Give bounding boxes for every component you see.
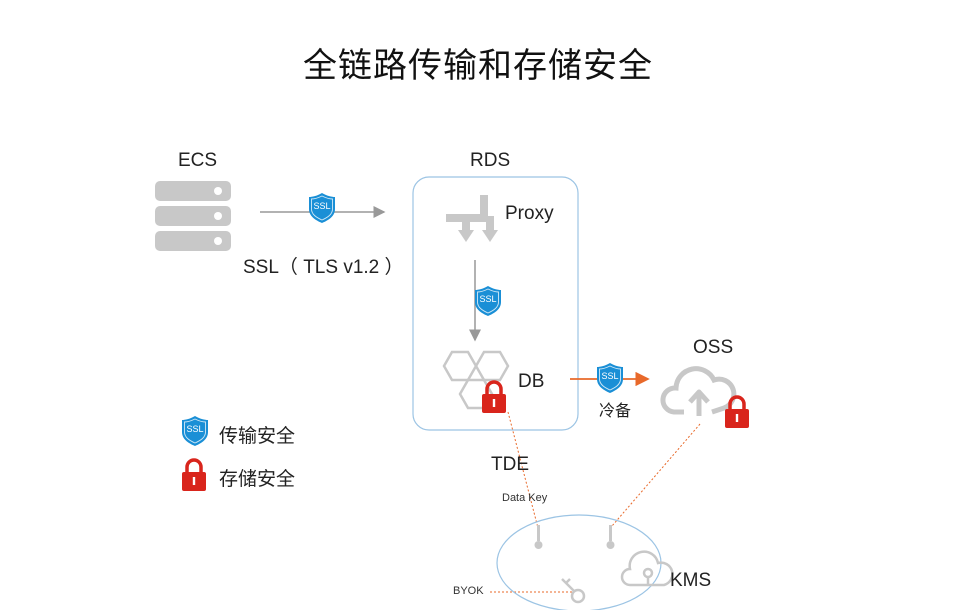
ssl-badge-text: SSL (186, 424, 203, 434)
kms-label: KMS (670, 570, 712, 591)
key-icon (561, 578, 586, 604)
legend-ssl-shield-icon: SSL (181, 415, 209, 447)
legend-ssl-label: 传输安全 (219, 425, 296, 447)
proxy-label: Proxy (505, 203, 554, 224)
lock-icon (723, 395, 751, 430)
key-icon (606, 525, 615, 549)
data-key-link-oss (611, 423, 701, 527)
byok-label: BYOK (453, 585, 484, 597)
db-label: DB (518, 371, 545, 392)
ssl-shield-icon: SSL (308, 192, 336, 224)
kms-container (496, 514, 662, 610)
data-key-label: Data Key (502, 492, 548, 504)
ssl-shield-icon: SSL (474, 285, 502, 317)
ssl-badge-text: SSL (479, 294, 496, 304)
rds-label: RDS (470, 150, 511, 171)
ssl-tls-label: SSL（ TLS v1.2 ） (243, 257, 404, 278)
oss-label: OSS (693, 337, 734, 358)
proxy-icon (446, 195, 498, 242)
cloud-key-icon (620, 550, 674, 587)
cold-backup-label: 冷备 (599, 401, 632, 420)
ssl-shield-icon: SSL (596, 362, 624, 394)
tde-label: TDE (491, 454, 529, 475)
ssl-badge-text: SSL (313, 201, 330, 211)
key-icon (534, 525, 543, 549)
cloud-upload-icon (660, 366, 737, 416)
page-title: 全链路传输和存储安全 (303, 46, 653, 86)
server-icon (155, 181, 231, 251)
ecs-label: ECS (178, 150, 218, 171)
legend-lock-icon (180, 458, 208, 493)
legend-lock-label: 存储安全 (219, 468, 296, 490)
ssl-badge-text: SSL (601, 371, 618, 381)
